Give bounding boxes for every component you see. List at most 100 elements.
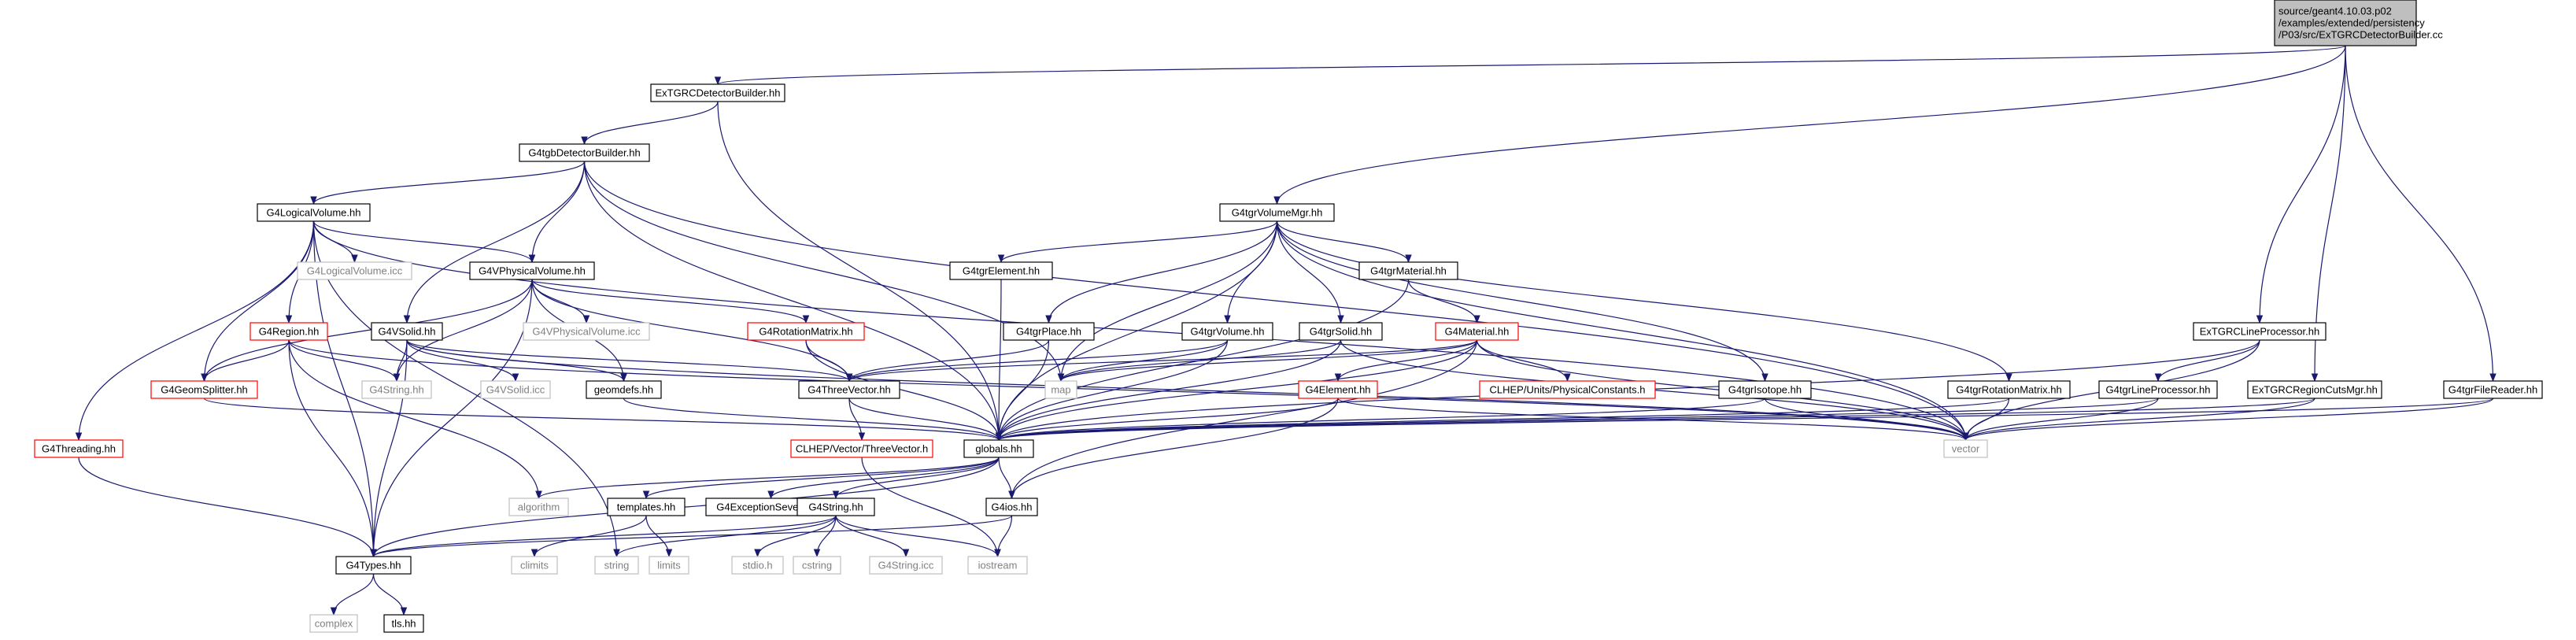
edge-root-to-g4tgrvolmgr: [1273, 45, 2346, 205]
node-globals[interactable]: globals.hh: [963, 439, 1034, 458]
edge-g4threevec-to-clhep_tv: [848, 398, 866, 442]
node-box-g4vphys_icc: [523, 322, 650, 341]
node-label-g4logvol: G4LogicalVolume.hh: [267, 207, 361, 219]
node-box-g4vsolid_icc: [480, 380, 551, 399]
node-label-g4tgb_db: G4tgbDetectorBuilder.hh: [528, 147, 640, 159]
edge-extgrc_db-to-g4tgb_db: [581, 101, 719, 146]
edge-g4material-to-clhep_units: [1476, 339, 1571, 383]
node-label-g4string_hh: G4String.hh: [369, 384, 423, 396]
node-g4tgrelem[interactable]: G4tgrElement.hh: [949, 261, 1053, 280]
node-extgrc_lp[interactable]: ExTGRCLineProcessor.hh: [2193, 322, 2327, 341]
node-box-g4tgrplace: [1003, 322, 1095, 341]
node-label-string: string: [604, 560, 630, 572]
node-label-g4threading: G4Threading.hh: [42, 443, 116, 455]
node-g4tgrplace[interactable]: G4tgrPlace.hh: [1003, 322, 1095, 341]
edge-g4logvol-to-g4threading: [75, 220, 315, 442]
node-clhep_units[interactable]: CLHEP/Units/PhysicalConstants.h: [1479, 380, 1656, 399]
node-box-limits: [649, 556, 689, 575]
node-label-g4ios: G4ios.hh: [991, 501, 1032, 513]
node-extgrc_rcm[interactable]: ExTGRCRegionCutsMgr.hh: [2247, 380, 2382, 399]
node-g4threading[interactable]: G4Threading.hh: [34, 439, 124, 458]
node-box-extgrc_db: [650, 83, 785, 102]
edge-g4rotmat-to-globals: [805, 339, 1003, 442]
node-tls[interactable]: tls.hh: [383, 614, 424, 633]
node-g4tgrvol[interactable]: G4tgrVolume.hh: [1181, 322, 1273, 341]
node-complex: complex: [309, 614, 358, 633]
node-g4tgrlp[interactable]: G4tgrLineProcessor.hh: [2098, 380, 2218, 399]
edge-g4string-to-g4types: [370, 515, 837, 558]
node-label-g4tgrvol: G4tgrVolume.hh: [1191, 326, 1265, 338]
node-root[interactable]: source/geant4.10.03.p02/examples/extende…: [2274, 0, 2443, 46]
node-label-root: /examples/extended/persistency: [2278, 17, 2425, 29]
node-g4vphys[interactable]: G4VPhysicalVolume.hh: [469, 261, 595, 280]
node-label-g4tgrplace: G4tgrPlace.hh: [1016, 326, 1081, 338]
node-geomdefs[interactable]: geomdefs.hh: [586, 380, 662, 399]
node-g4logvol[interactable]: G4LogicalVolume.hh: [257, 203, 371, 222]
edge-g4tgrvolmgr-to-g4tgrelem: [997, 220, 1278, 264]
node-label-g4material: G4Material.hh: [1445, 326, 1510, 338]
node-g4threevec[interactable]: G4ThreeVector.hh: [798, 380, 900, 399]
node-g4element[interactable]: G4Element.hh: [1298, 380, 1378, 399]
node-g4tgrsolid[interactable]: G4tgrSolid.hh: [1299, 322, 1383, 341]
edge-globals-to-g4types: [370, 457, 1000, 558]
edge-g4vphys-to-g4string_hh: [393, 279, 533, 383]
node-label-climits: climits: [520, 560, 549, 572]
node-label-complex: complex: [315, 618, 353, 630]
node-g4rotmat[interactable]: G4RotationMatrix.hh: [747, 322, 865, 341]
edge-g4region-to-algorithm: [288, 339, 542, 500]
node-box-root: [2274, 0, 2417, 46]
node-g4tgb_db[interactable]: G4tgbDetectorBuilder.hh: [519, 143, 650, 162]
node-label-globals: globals.hh: [975, 443, 1022, 455]
edge-g4material-to-globals: [995, 339, 1478, 442]
node-g4vsolid[interactable]: G4VSolid.hh: [371, 322, 443, 341]
node-label-g4tgrfr: G4tgrFileReader.hh: [2448, 384, 2537, 396]
node-g4ios[interactable]: G4ios.hh: [985, 498, 1038, 516]
node-label-limits: limits: [657, 560, 681, 572]
node-box-g4tgriso: [1718, 380, 1812, 399]
node-box-string: [594, 556, 639, 575]
node-box-g4tgrelem: [949, 261, 1053, 280]
edge-g4tgrlp-to-vector: [1962, 398, 2159, 442]
node-box-geomdefs: [586, 380, 662, 399]
node-g4tgrvolmgr[interactable]: G4tgrVolumeMgr.hh: [1219, 203, 1335, 222]
node-box-vector: [1943, 439, 1988, 458]
node-label-g4tgrelem: G4tgrElement.hh: [963, 265, 1040, 277]
edge-g4tgrvol-to-g4threevec: [845, 339, 1229, 383]
node-g4types[interactable]: G4Types.hh: [335, 556, 412, 575]
edge-g4tgrvolmgr-to-g4tgrrotmat: [1276, 220, 2012, 383]
node-g4tgrfr[interactable]: G4tgrFileReader.hh: [2443, 380, 2543, 399]
node-box-tls: [383, 614, 424, 633]
node-algorithm: algorithm: [508, 498, 569, 516]
edge-g4tgrplace-to-globals: [995, 339, 1050, 442]
node-extgrc_db[interactable]: ExTGRCDetectorBuilder.hh: [650, 83, 785, 102]
node-g4material[interactable]: G4Material.hh: [1435, 322, 1519, 341]
node-g4vsolid_icc: G4VSolid.icc: [480, 380, 551, 399]
edge-g4tgrvolmgr-to-g4tgrplace: [1045, 220, 1278, 324]
edge-g4tgriso-to-vector: [1764, 398, 1969, 442]
edge-g4tgrelem-to-globals: [995, 279, 1003, 442]
edge-g4region-to-vector: [288, 339, 1969, 442]
node-iostream: iostream: [967, 556, 1028, 575]
node-layer: source/geant4.10.03.p02/examples/extende…: [34, 0, 2543, 633]
node-g4geomsplit[interactable]: G4GeomSplitter.hh: [150, 380, 258, 399]
node-label-g4tgrvolmgr: G4tgrVolumeMgr.hh: [1232, 207, 1323, 219]
edge-extgrc_rcm-to-globals: [996, 398, 2315, 442]
edge-g4element-to-g4ios: [1008, 398, 1339, 500]
edge-g4types-to-complex: [330, 573, 375, 616]
node-clhep_tv[interactable]: CLHEP/Vector/ThreeVector.h: [790, 439, 933, 458]
node-label-g4tgrrotmat: G4tgrRotationMatrix.hh: [1956, 384, 2061, 396]
node-box-g4tgrvol: [1181, 322, 1273, 341]
edge-extgrc_lp-to-g4tgrlp: [2154, 339, 2260, 383]
edge-g4material-to-map: [1057, 339, 1478, 383]
node-box-g4vphys: [469, 261, 595, 280]
node-g4region[interactable]: G4Region.hh: [249, 322, 328, 341]
node-g4tgriso[interactable]: G4tgrIsotope.hh: [1718, 380, 1812, 399]
node-box-g4tgrvolmgr: [1219, 203, 1335, 222]
node-g4string[interactable]: G4String.hh: [796, 498, 875, 516]
node-box-climits: [511, 556, 558, 575]
node-vector: vector: [1943, 439, 1988, 458]
node-box-g4vsolid: [371, 322, 443, 341]
node-templates[interactable]: templates.hh: [607, 498, 686, 516]
node-g4tgrrotmat[interactable]: G4tgrRotationMatrix.hh: [1947, 380, 2071, 399]
node-g4tgrmat[interactable]: G4tgrMaterial.hh: [1358, 261, 1458, 280]
